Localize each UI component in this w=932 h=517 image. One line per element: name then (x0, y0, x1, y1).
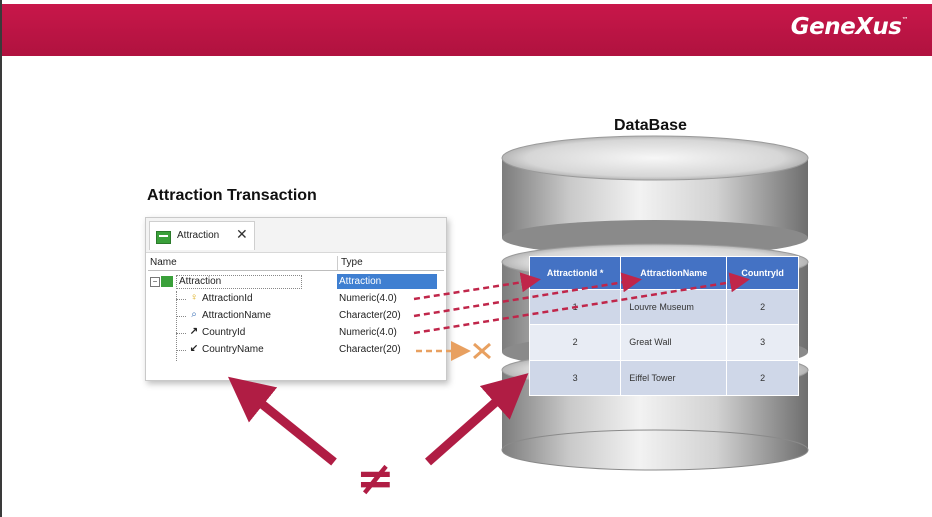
tree-row-countryname[interactable]: ↙ CountryName Character(20) (146, 342, 444, 359)
root-name: Attraction (176, 275, 303, 289)
tree-row-countryid[interactable]: ↗ CountryId Numeric(4.0) (146, 325, 444, 342)
transaction-heading: Attraction Transaction (147, 187, 317, 204)
tree-branch (176, 333, 186, 334)
tree-connector (176, 291, 177, 361)
attribute-type: Numeric(4.0) (339, 293, 397, 304)
cell-countryid: 2 (726, 288, 799, 326)
arrow-countryid (413, 272, 750, 335)
transaction-icon (161, 276, 173, 287)
close-icon[interactable]: ✕ (236, 226, 248, 242)
table-row: 1 Louvre Museum 2 (528, 288, 799, 326)
arrow-to-database (425, 373, 529, 466)
tree-row-attractionname[interactable]: ⌕ AttractionName Character(20) (146, 308, 444, 325)
genexus-logo: GeneXus™ (790, 14, 909, 40)
cell-attractionname: Eiffel Tower (620, 359, 728, 397)
header-bar: GeneXus™ (2, 4, 932, 56)
arrow-attractionid (413, 272, 541, 301)
collapse-icon[interactable]: − (150, 277, 160, 287)
key-icon: ♀ (190, 292, 198, 303)
inferred-icon: ↙ (189, 343, 199, 354)
arrow-to-transaction (227, 376, 337, 466)
attribute-type: Character(20) (339, 310, 401, 321)
cell-attractionname: Great Wall (620, 324, 728, 361)
table-row: 3 Eiffel Tower 2 (528, 359, 799, 397)
tree-branch (176, 299, 186, 300)
table-row: 2 Great Wall 3 (528, 324, 799, 361)
arrow-attractionname (413, 272, 642, 318)
attribute-name: CountryId (202, 327, 246, 338)
cell-attractionid: 3 (528, 359, 622, 397)
attribute-type: Character(20) (339, 344, 401, 355)
left-border (0, 0, 2, 517)
cell-countryid: 3 (726, 324, 799, 361)
tab-strip: Attraction ✕ (146, 218, 446, 253)
cell-countryid: 2 (726, 359, 799, 397)
cell-attractionname: Louvre Museum (620, 288, 728, 326)
search-icon: ⌕ (191, 309, 197, 320)
not-equal-symbol: ≠ (356, 451, 395, 505)
disconnected-cross-icon (473, 342, 491, 360)
foreign-key-icon: ↗ (189, 326, 199, 337)
tab-label: Attraction (177, 230, 220, 241)
attribute-name: CountryName (202, 344, 264, 355)
column-type-header: Type (341, 257, 363, 268)
tree-row-attractionid[interactable]: ♀ AttractionId Numeric(4.0) (146, 291, 444, 308)
tree-row-root[interactable]: − Attraction Attraction (146, 274, 444, 291)
tree-branch (176, 350, 186, 351)
column-name-header: Name (150, 257, 177, 268)
grid-header: Name Type (148, 256, 444, 271)
root-type: Attraction (337, 274, 437, 289)
tree-branch (176, 316, 186, 317)
column-separator (337, 256, 338, 270)
attribute-name: AttractionId (202, 293, 253, 304)
database-heading: DataBase (614, 117, 687, 134)
attribute-name: AttractionName (202, 310, 271, 321)
transaction-icon (156, 231, 171, 244)
transaction-window: Attraction ✕ Name Type − Attraction Attr… (145, 217, 447, 381)
tab-attraction[interactable]: Attraction ✕ (149, 221, 255, 250)
attribute-type: Numeric(4.0) (339, 327, 397, 338)
